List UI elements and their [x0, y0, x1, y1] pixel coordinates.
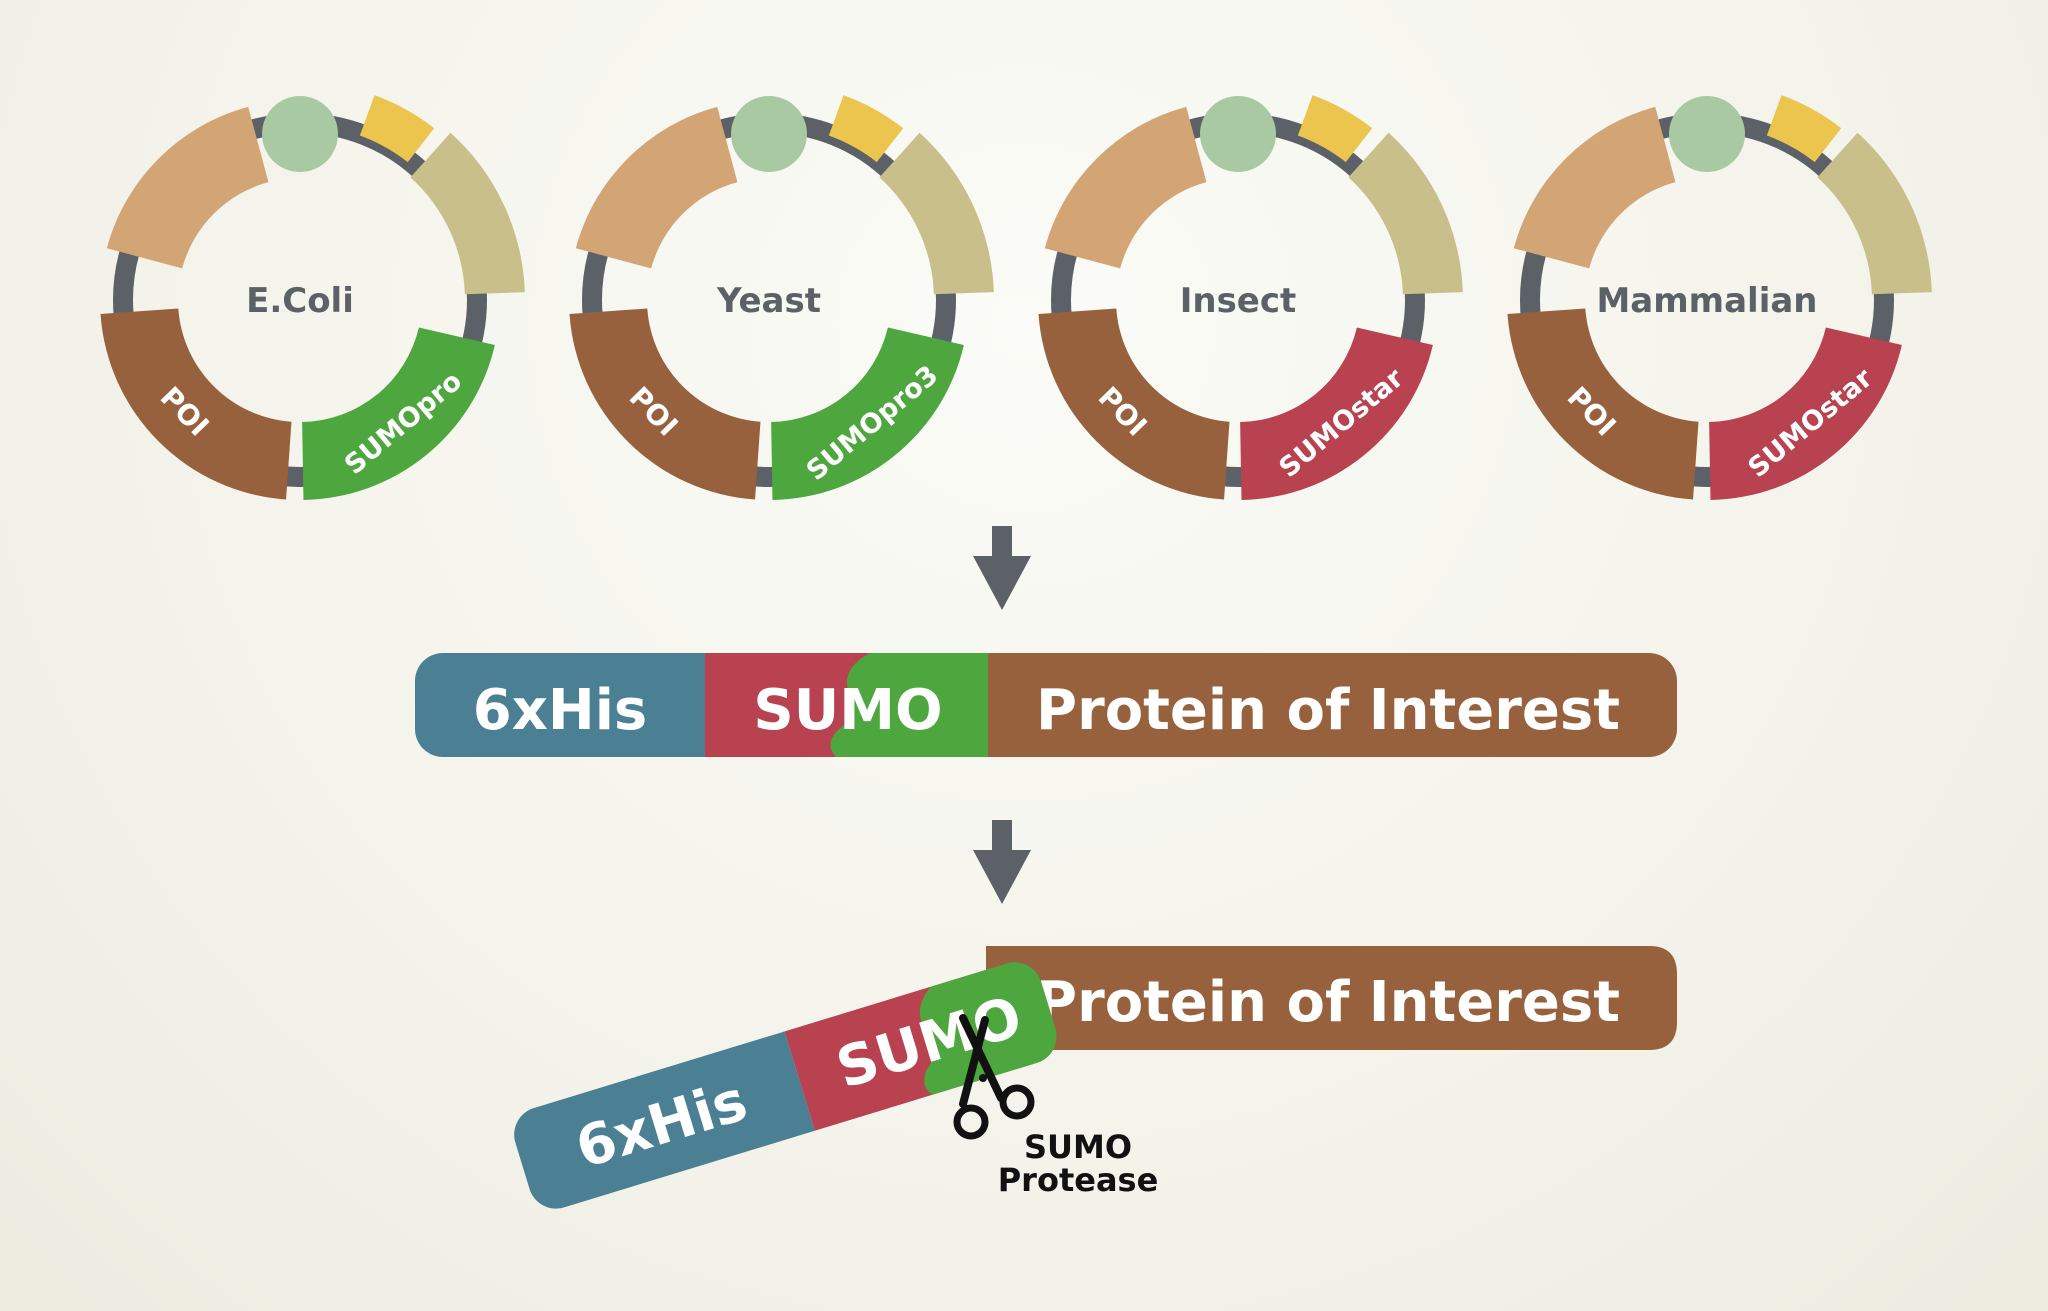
poi-segment	[100, 308, 292, 500]
tan-segment	[106, 106, 269, 269]
sumo-tag-segment	[302, 327, 495, 500]
host-name-label: Insect	[1180, 281, 1297, 321]
host-name-label: Mammalian	[1596, 281, 1817, 321]
arrow-shaft	[992, 820, 1012, 854]
his-tag-segment	[415, 653, 705, 757]
down-arrow-1	[973, 526, 1031, 610]
poi-segment	[988, 653, 1677, 757]
cleaved-tag-bar: 6xHis SUMO	[507, 955, 1064, 1216]
arrow-head	[973, 556, 1031, 610]
arrow-shaft	[992, 526, 1012, 560]
poi-segment	[1038, 308, 1230, 500]
host-name-label: E.Coli	[246, 281, 354, 321]
khaki-segment	[1348, 132, 1463, 295]
origin-marker	[731, 96, 807, 172]
yellow-segment	[359, 95, 435, 163]
poi-segment	[986, 946, 1677, 1050]
sumo-segment-green	[919, 955, 1064, 1095]
protease-label-line2: Protease	[998, 1161, 1159, 1199]
released-poi-bar: Protein of Interest	[986, 946, 1677, 1050]
host-name-label: Yeast	[716, 281, 821, 321]
scissors-icon	[953, 1014, 1035, 1140]
origin-marker	[1669, 96, 1745, 172]
khaki-segment	[410, 132, 525, 295]
origin-marker	[262, 96, 338, 172]
sumo-label: SUMO	[753, 678, 942, 743]
released-poi-label: Protein of Interest	[1036, 970, 1620, 1035]
tan-segment	[1513, 106, 1676, 269]
khaki-segment	[879, 132, 994, 295]
down-arrow-2	[973, 820, 1031, 904]
sumo-tag-segment	[1240, 327, 1433, 500]
his-tag-segment	[507, 1031, 815, 1216]
tan-segment	[575, 106, 738, 269]
sumo-tag-segment	[1709, 327, 1902, 500]
sumo-tag-segment	[771, 327, 964, 500]
khaki-segment	[1817, 132, 1932, 295]
his-tag-label: 6xHis	[473, 678, 647, 743]
tan-segment	[1044, 106, 1207, 269]
sumo-segment-green	[830, 653, 990, 757]
yellow-segment	[1766, 95, 1842, 163]
arrow-head	[973, 850, 1031, 904]
poi-segment	[1507, 308, 1699, 500]
yellow-segment	[828, 95, 904, 163]
yellow-segment	[1297, 95, 1373, 163]
poi-label: Protein of Interest	[1036, 678, 1620, 743]
fusion-protein-bar: 6xHis SUMO Protein of Interest	[415, 653, 1677, 757]
origin-marker	[1200, 96, 1276, 172]
poi-segment	[569, 308, 761, 500]
protease-label-line1: SUMO	[1024, 1128, 1132, 1166]
